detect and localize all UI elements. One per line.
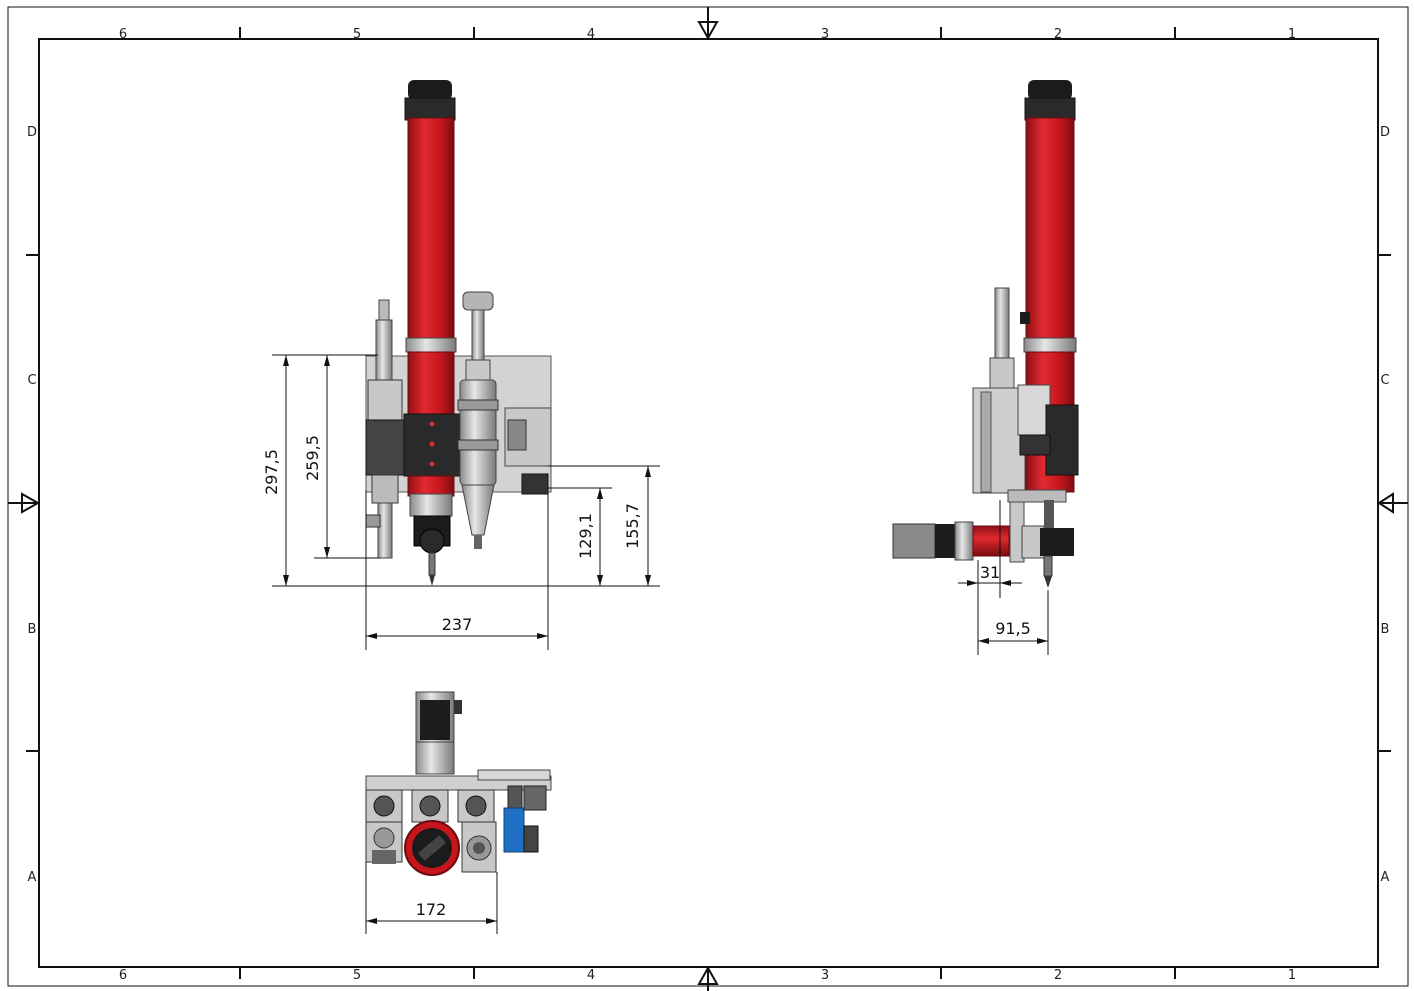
row-labels-left: D C B A (27, 125, 37, 885)
row-label: D (27, 125, 37, 140)
row-label: D (1380, 125, 1390, 140)
drawing-frame (7, 6, 1409, 991)
centering-mark-bottom (697, 965, 719, 991)
row-label: B (28, 622, 37, 637)
side-view (892, 80, 1079, 588)
dim-155-7-label: 155,7 (623, 503, 642, 549)
centering-mark-left (8, 492, 41, 514)
centering-mark-top (697, 7, 719, 41)
column-label: 4 (587, 27, 595, 42)
column-label: 3 (821, 27, 829, 42)
column-labels-top: 6 5 4 3 2 1 (119, 27, 1296, 42)
dim-297-5-label: 297,5 (262, 449, 281, 495)
column-label: 2 (1054, 968, 1062, 983)
column-labels-bottom: 6 5 4 3 2 1 (119, 968, 1296, 983)
dim-129-1-label: 129,1 (576, 513, 595, 559)
top-view-dimensions: 172 (365, 862, 498, 934)
row-labels-right: D C B A (1380, 125, 1390, 885)
column-label: 1 (1288, 968, 1296, 983)
front-view (365, 80, 552, 586)
column-label: 5 (353, 27, 361, 42)
row-label: A (1381, 870, 1390, 885)
row-label: C (1380, 373, 1389, 388)
column-label: 3 (821, 968, 829, 983)
front-view-dimensions: 297,5 259,5 129,1 155,7 237 (262, 354, 660, 650)
side-main-cylinder (1025, 117, 1075, 344)
main-cylinder-cap (408, 80, 452, 100)
column-label: 6 (119, 968, 127, 983)
side-horizontal-cylinder (972, 525, 1010, 557)
column-label: 2 (1054, 27, 1062, 42)
top-view (365, 691, 552, 876)
column-label: 4 (587, 968, 595, 983)
dim-31-label: 31 (980, 563, 1000, 582)
centering-mark-right (1377, 492, 1408, 514)
dim-259-5-label: 259,5 (303, 435, 322, 481)
row-label: C (27, 373, 36, 388)
dim-91-5-label: 91,5 (995, 619, 1031, 638)
column-label: 1 (1288, 27, 1296, 42)
side-view-dimensions: 31 91,5 (958, 500, 1049, 655)
top-view-blue-valve (503, 807, 525, 853)
main-cylinder (407, 117, 455, 344)
row-label: A (28, 870, 37, 885)
row-label: B (1381, 622, 1390, 637)
column-label: 6 (119, 27, 127, 42)
dim-172-label: 172 (416, 900, 447, 919)
dim-237-label: 237 (442, 615, 473, 634)
column-label: 5 (353, 968, 361, 983)
